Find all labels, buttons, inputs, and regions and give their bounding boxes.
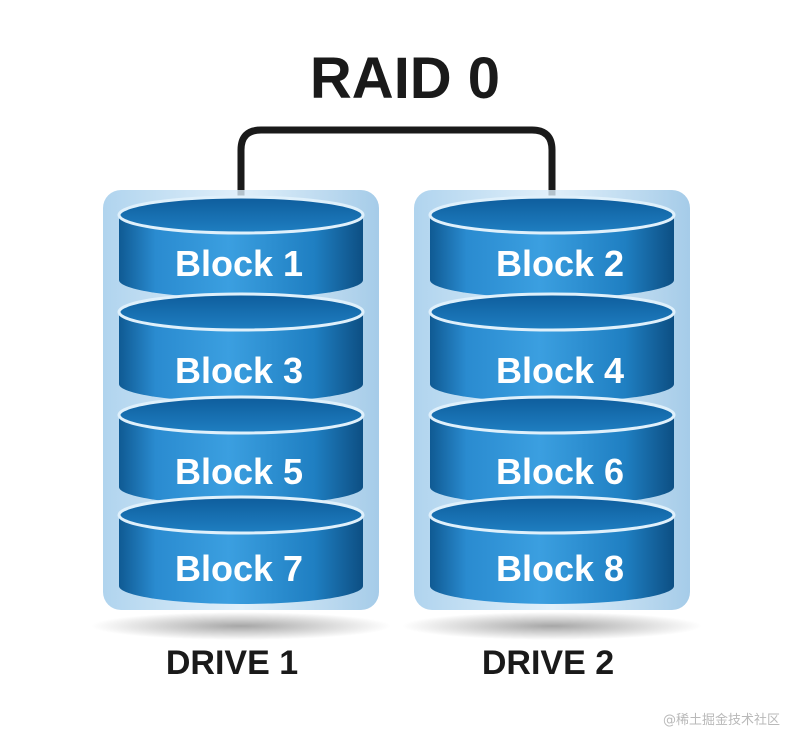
- drive-1: Block 1 Block 3 Block 5 Block 7: [91, 190, 391, 640]
- block-label: Block 1: [175, 243, 303, 284]
- drive-1-shadow: [91, 612, 391, 640]
- block-label: Block 4: [496, 350, 624, 391]
- drive-1-block-5: Block 5: [117, 395, 365, 505]
- drive-1-block-7: Block 7: [117, 495, 365, 604]
- drive-2-label: DRIVE 2: [482, 644, 614, 682]
- drive-1-block-1: Block 1: [117, 195, 365, 298]
- block-label: Block 6: [496, 451, 624, 492]
- connector-line: [237, 126, 556, 206]
- drive-2-block-4: Block 4: [428, 292, 676, 402]
- block-label: Block 7: [175, 548, 303, 589]
- drive-2-block-2: Block 2: [428, 195, 676, 298]
- drive-1-label: DRIVE 1: [166, 644, 298, 682]
- block-label: Block 8: [496, 548, 624, 589]
- block-label: Block 2: [496, 243, 624, 284]
- block-label: Block 3: [175, 350, 303, 391]
- drive-2-block-8: Block 8: [428, 495, 676, 604]
- diagram-title: RAID 0: [310, 46, 500, 111]
- drive-2-shadow: [402, 612, 702, 640]
- watermark: @稀土掘金技术社区: [662, 713, 780, 728]
- drive-2-block-6: Block 6: [428, 395, 676, 505]
- drive-2: Block 2 Block 4 Block 6 Block 8: [402, 190, 702, 640]
- block-label: Block 5: [175, 451, 303, 492]
- drive-1-block-3: Block 3: [117, 292, 365, 402]
